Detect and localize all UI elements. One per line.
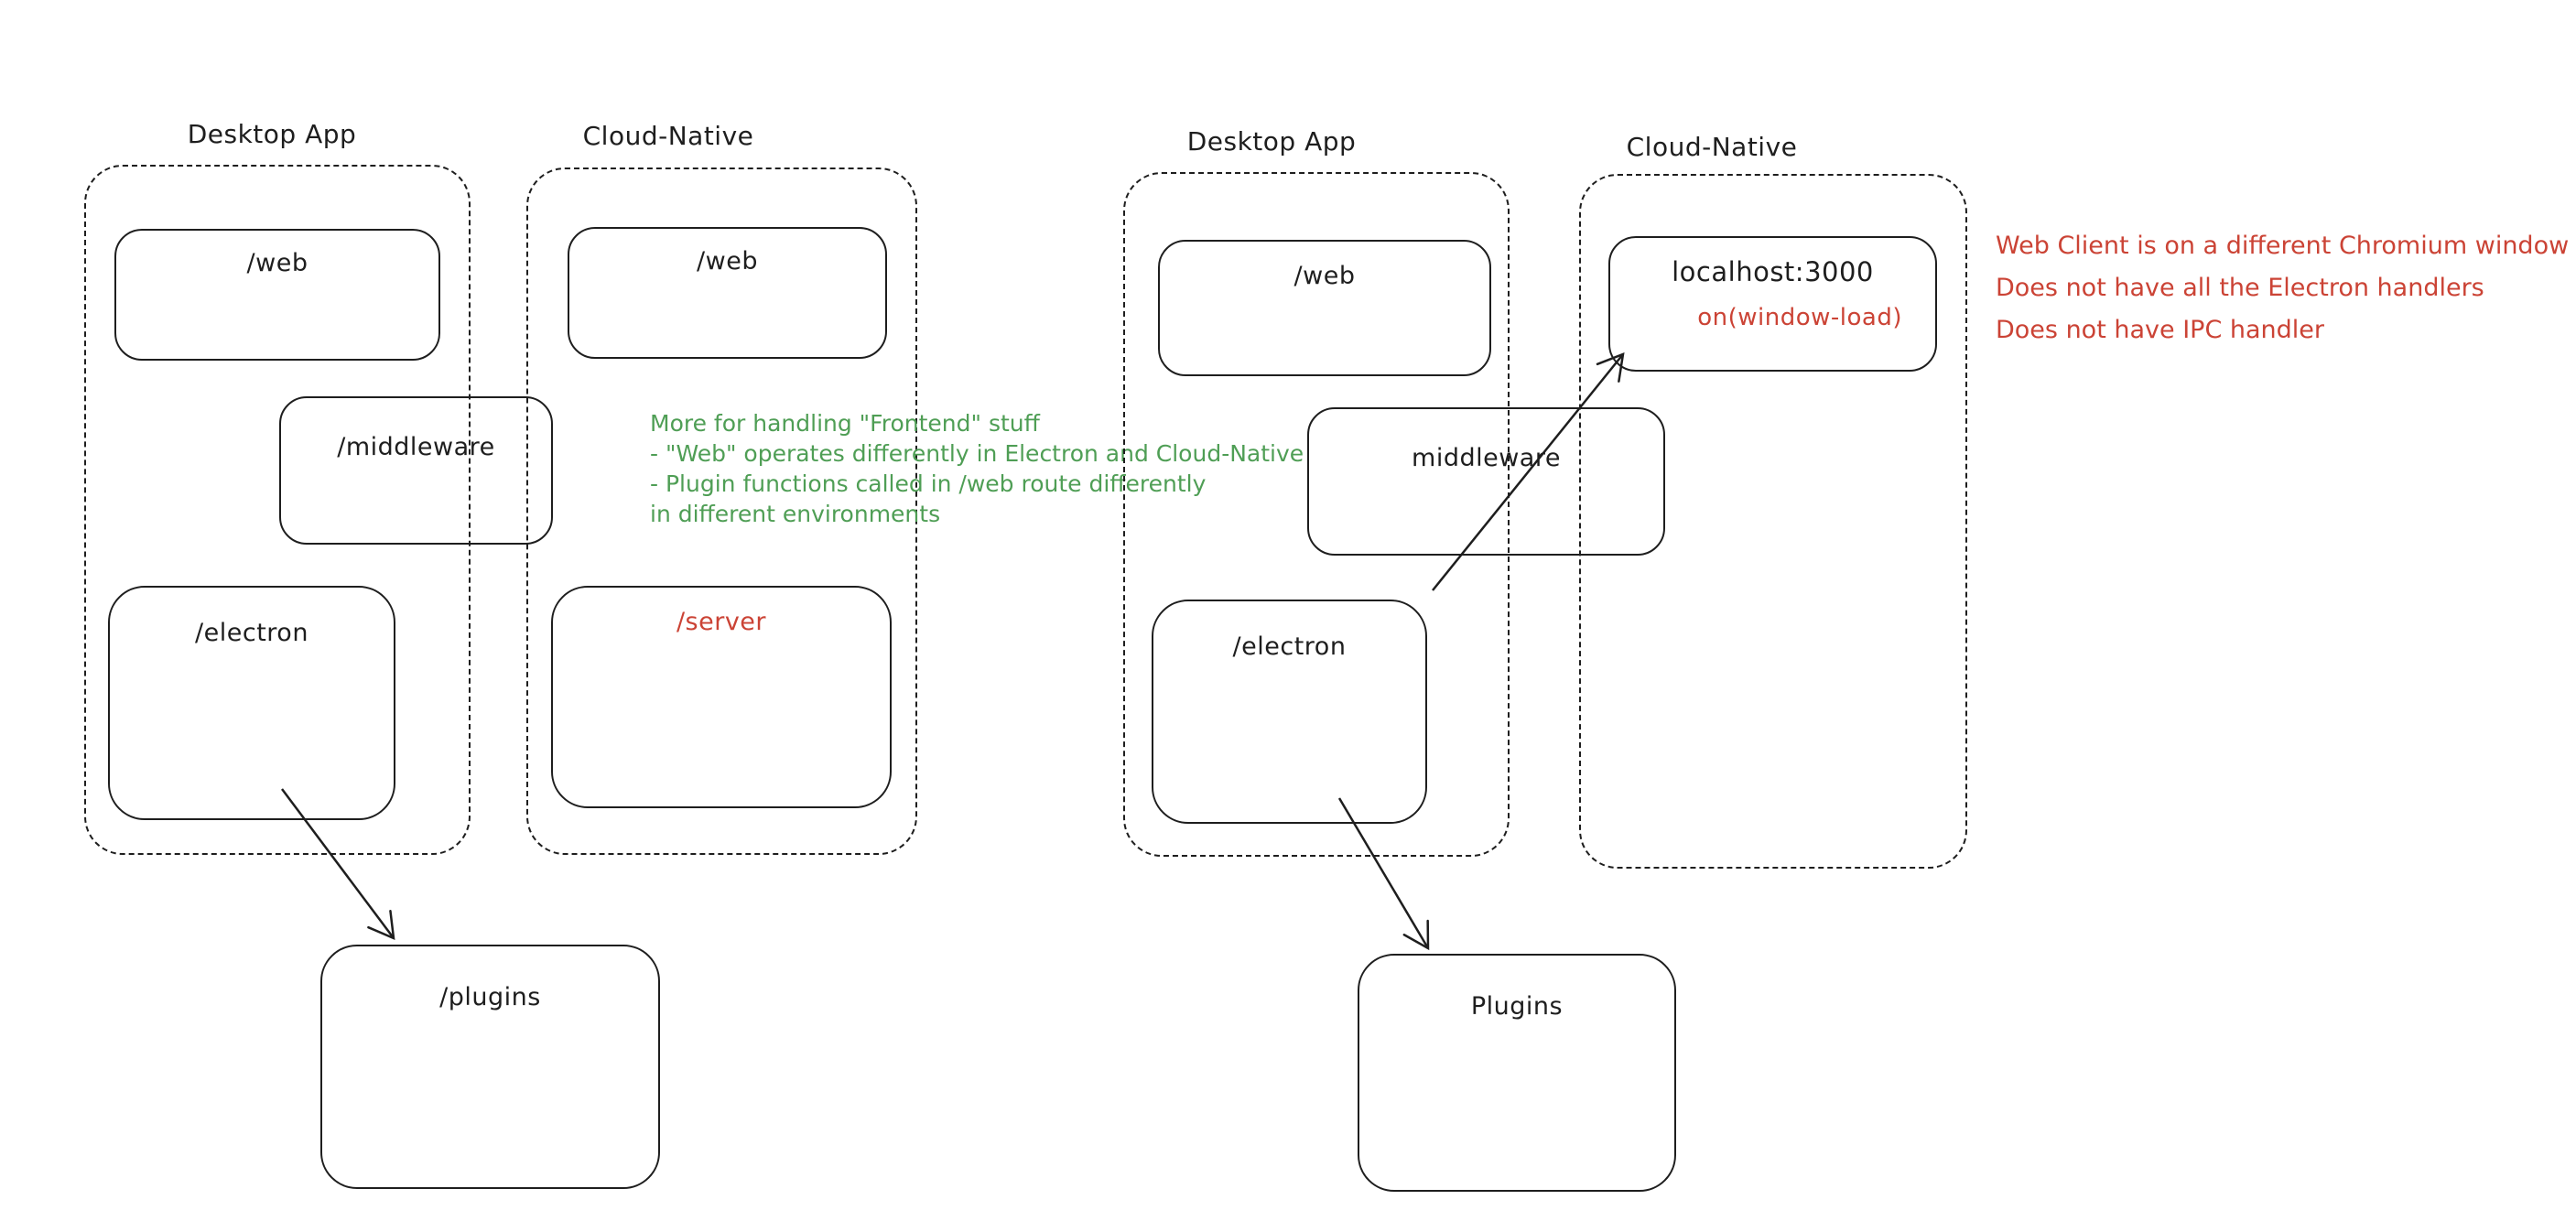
- node-localhost-sublabel: on(window-load): [1697, 304, 1902, 331]
- right-cloud-native-label[interactable]: Cloud-Native: [1626, 132, 1798, 162]
- green-annotation-line-2: - "Web" operates differently in Electron…: [650, 440, 1304, 467]
- right-desktop-app-label[interactable]: Desktop App: [1186, 126, 1357, 157]
- red-annotation-line-1: Web Client is on a different Chromium wi…: [1996, 232, 2570, 260]
- left-desktop-app-label[interactable]: Desktop App: [187, 119, 357, 149]
- node-web-desktop-left-label: /web: [246, 249, 308, 277]
- node-web-right[interactable]: /web: [1158, 240, 1491, 376]
- node-plugins-left[interactable]: /plugins: [320, 945, 660, 1189]
- left-desktop-app-container[interactable]: [84, 165, 471, 855]
- red-annotation-line-2: Does not have all the Electron handlers: [1996, 274, 2484, 302]
- left-cloud-native-container[interactable]: [526, 168, 917, 855]
- node-middleware-right-label: middleware: [1412, 444, 1561, 472]
- node-plugins-right[interactable]: Plugins: [1358, 954, 1676, 1192]
- node-electron-right[interactable]: /electron: [1152, 600, 1427, 824]
- node-localhost-label: localhost:3000: [1672, 256, 1874, 287]
- green-annotation-line-3: - Plugin functions called in /web route …: [650, 470, 1207, 497]
- node-web-cloud-left[interactable]: /web: [568, 227, 887, 359]
- left-cloud-native-label[interactable]: Cloud-Native: [582, 121, 754, 151]
- right-red-annotation[interactable]: Web Client is on a different Chromium wi…: [1996, 225, 2569, 351]
- node-middleware-right[interactable]: middleware: [1307, 407, 1665, 556]
- node-web-right-label: /web: [1293, 262, 1356, 290]
- node-electron-left-label: /electron: [195, 619, 308, 647]
- green-annotation-line-1: More for handling "Frontend" stuff: [650, 410, 1040, 437]
- green-annotation-line-4: in different environments: [650, 501, 941, 527]
- node-server-left[interactable]: /server: [551, 586, 892, 808]
- node-localhost[interactable]: localhost:3000 on(window-load): [1608, 236, 1937, 372]
- node-server-left-label: /server: [676, 608, 767, 636]
- node-web-cloud-left-label: /web: [697, 247, 758, 276]
- red-annotation-line-3: Does not have IPC handler: [1996, 316, 2325, 344]
- node-electron-right-label: /electron: [1232, 632, 1347, 661]
- node-middleware-left[interactable]: /middleware: [279, 396, 553, 545]
- left-green-annotation[interactable]: More for handling "Frontend" stuff - "We…: [650, 408, 1304, 529]
- node-web-desktop-left[interactable]: /web: [114, 229, 440, 361]
- node-plugins-right-label: Plugins: [1470, 992, 1564, 1021]
- node-plugins-left-label: /plugins: [439, 983, 541, 1011]
- node-electron-left[interactable]: /electron: [108, 586, 395, 820]
- node-middleware-left-label: /middleware: [337, 433, 495, 461]
